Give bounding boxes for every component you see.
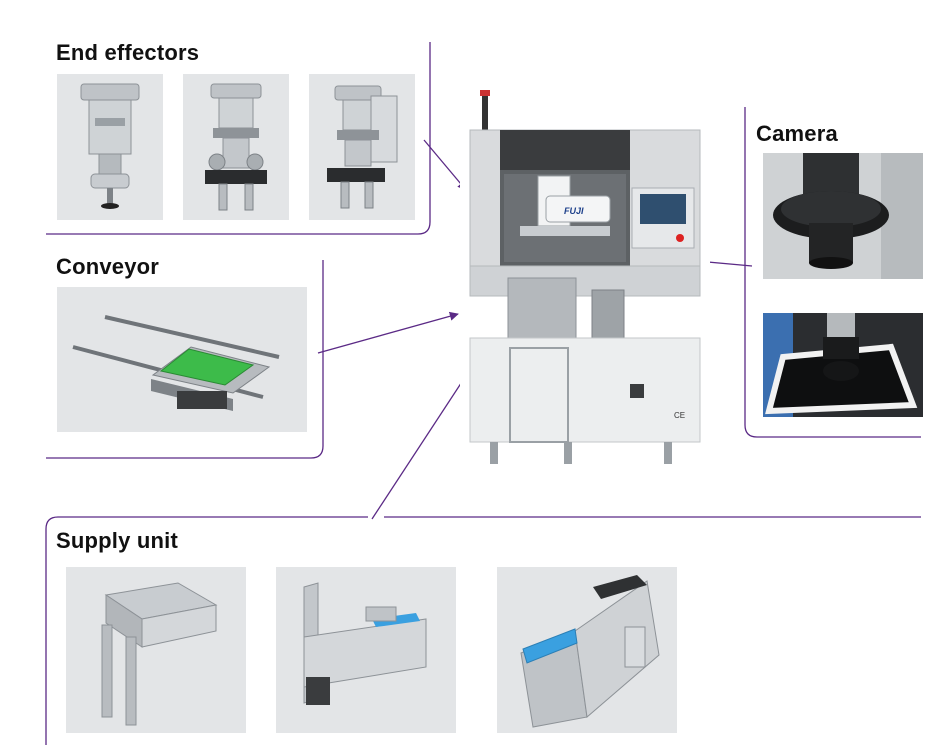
end-effector-photo-3 xyxy=(309,74,415,220)
conveyor-illustration xyxy=(72,315,280,411)
camera-photo-bottom xyxy=(763,313,923,417)
supply-unit-2-illustration xyxy=(303,582,427,705)
supply-unit-3-illustration xyxy=(520,575,660,728)
supply-unit-photo-2 xyxy=(276,567,456,733)
supply-unit-title: Supply unit xyxy=(56,528,178,553)
machine-brand-label: FUJI xyxy=(564,206,584,216)
camera-bottom-illustration xyxy=(763,313,923,417)
end-effector-photo-1 xyxy=(57,74,163,220)
conveyor-photo xyxy=(57,287,307,432)
end-effectors-title: End effectors xyxy=(56,40,200,65)
camera-title: Camera xyxy=(756,121,838,146)
machine-illustration: FUJI CE xyxy=(469,90,701,464)
end-effector-2-illustration xyxy=(205,83,267,211)
camera-photo-top xyxy=(763,153,923,279)
end-effector-1-illustration xyxy=(80,83,140,209)
conveyor-title: Conveyor xyxy=(56,254,160,279)
ce-mark: CE xyxy=(674,411,685,420)
end-effector-3-illustration xyxy=(327,85,398,209)
conveyor-arrow xyxy=(317,311,459,354)
machine-photo: FUJI CE xyxy=(460,88,710,470)
supply-unit-photo-3 xyxy=(497,567,677,733)
supply-unit-1-illustration xyxy=(101,582,218,726)
end-effector-photo-2 xyxy=(183,74,289,220)
camera-top-illustration xyxy=(763,153,923,279)
supply-unit-photo-1 xyxy=(66,567,246,733)
